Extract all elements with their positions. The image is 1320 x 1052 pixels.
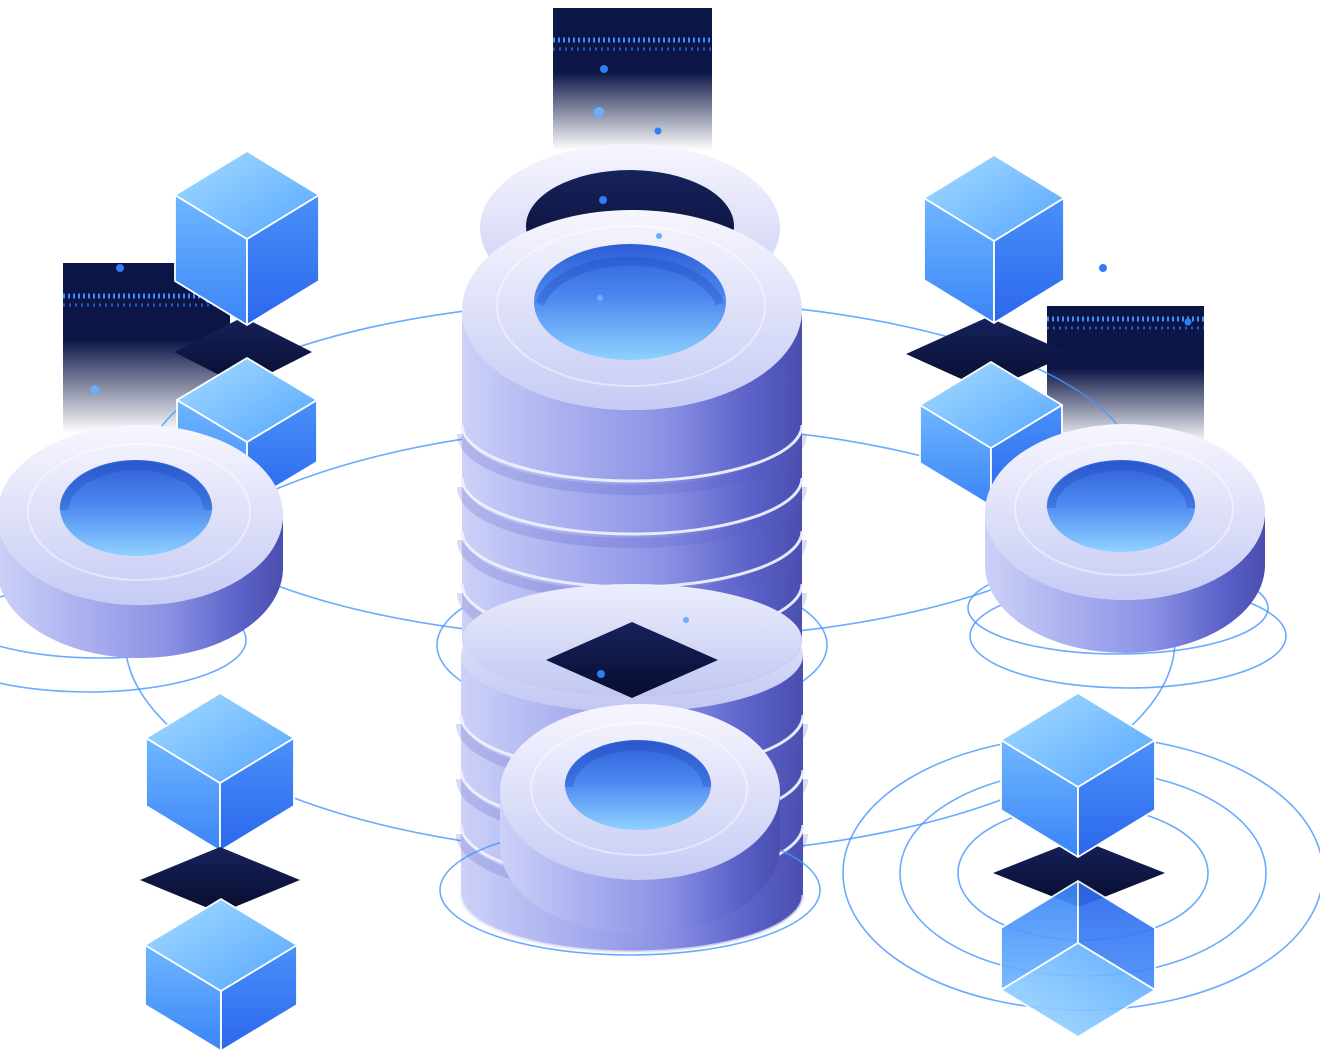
glow-dot bbox=[654, 127, 662, 135]
cube-top-face bbox=[1000, 692, 1156, 788]
ring-hole bbox=[565, 740, 711, 830]
data-ring-left bbox=[0, 425, 283, 658]
shadow-diamond-bottom-left bbox=[140, 847, 300, 913]
ring-crease bbox=[27, 443, 251, 581]
shadow-diamond-bottom-right bbox=[993, 839, 1165, 907]
glow-dot bbox=[597, 670, 605, 678]
ring-hole-shadow bbox=[59, 461, 213, 511]
data-panel-right bbox=[1047, 306, 1204, 444]
data-cube-bottom-left-upper bbox=[145, 692, 295, 852]
ring-hole bbox=[534, 244, 726, 360]
ring-hole-shadow bbox=[1046, 461, 1196, 509]
ring-wall bbox=[462, 310, 802, 468]
data-ring-right bbox=[985, 424, 1265, 653]
disc-seam bbox=[460, 424, 804, 483]
cube-top-face bbox=[923, 154, 1065, 242]
glow-dot bbox=[683, 617, 689, 623]
glow-dot bbox=[656, 233, 662, 239]
data-ring-top-main bbox=[462, 210, 802, 468]
data-cube-top-left bbox=[174, 150, 320, 326]
ring-hole-shadow bbox=[564, 741, 712, 788]
cube-top-face bbox=[145, 692, 295, 784]
glow-dot bbox=[90, 385, 100, 395]
data-panel-top-center bbox=[553, 8, 712, 150]
disc-seam bbox=[460, 477, 804, 536]
data-cube-top-right bbox=[923, 154, 1065, 324]
cube-top-face bbox=[1000, 942, 1156, 1038]
cube-top-face bbox=[144, 898, 298, 992]
ring-hole bbox=[60, 460, 212, 556]
glow-dot bbox=[1184, 318, 1192, 326]
glow-dot bbox=[594, 107, 604, 117]
ring-wall bbox=[500, 792, 780, 934]
disc-seam-shadow bbox=[457, 433, 807, 495]
lower-stack-bottom-rim bbox=[459, 894, 805, 954]
shadow-diamond-center-gap bbox=[546, 622, 718, 698]
data-cube-bottom-left-lower bbox=[144, 898, 298, 1052]
central-database-stack bbox=[436, 144, 828, 956]
glow-dot bbox=[116, 264, 124, 272]
data-cube-bottom-right bbox=[1000, 692, 1156, 858]
ring-hole bbox=[1047, 460, 1195, 552]
ring-crease bbox=[530, 722, 748, 856]
ring-wall bbox=[985, 512, 1265, 653]
shadow-diamond-right bbox=[906, 317, 1070, 391]
glow-dot bbox=[597, 295, 603, 301]
glow-dots-foreground bbox=[597, 196, 689, 678]
ring-hole-shadow bbox=[535, 256, 725, 306]
panel-body bbox=[553, 8, 712, 150]
disc-seam-shadow bbox=[457, 486, 807, 548]
data-cube-bottom-right-reflection bbox=[1000, 880, 1156, 1038]
glow-dot bbox=[600, 65, 608, 73]
ring-crease bbox=[1014, 442, 1234, 576]
cube-top-face bbox=[174, 150, 320, 240]
shadow-diamond-left bbox=[174, 317, 312, 387]
data-ring-front-bottom bbox=[500, 704, 780, 934]
glow-dot bbox=[599, 196, 607, 204]
ring-wall bbox=[0, 515, 283, 658]
glow-dot bbox=[1099, 264, 1107, 272]
cube-top-face bbox=[919, 361, 1063, 449]
ring-crease bbox=[496, 225, 766, 387]
cube-top-face bbox=[176, 357, 318, 443]
